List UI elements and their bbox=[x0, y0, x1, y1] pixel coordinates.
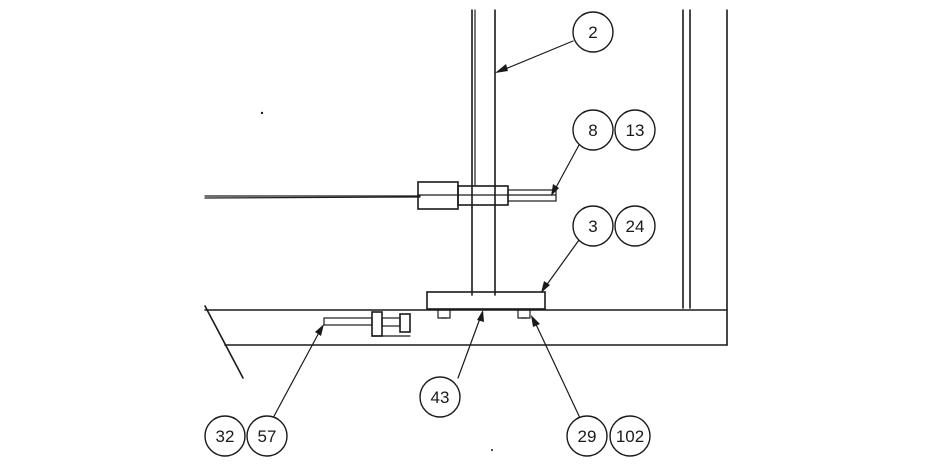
balloon-8: 8 bbox=[572, 109, 614, 151]
speck bbox=[260, 111, 264, 115]
balloon-label: 3 bbox=[588, 217, 597, 236]
balloon-label: 57 bbox=[258, 427, 277, 446]
balloon-13: 13 bbox=[614, 109, 656, 151]
balloon-43: 43 bbox=[419, 376, 461, 418]
balloon-29: 29 bbox=[566, 415, 608, 457]
balloon-32: 32 bbox=[204, 415, 246, 457]
balloon-57: 57 bbox=[246, 415, 288, 457]
speck bbox=[491, 449, 493, 451]
balloon-label: 8 bbox=[588, 121, 597, 140]
balloon-24: 24 bbox=[614, 205, 656, 247]
latch-mechanism bbox=[323, 311, 411, 337]
balloon-3: 3 bbox=[572, 205, 614, 247]
horizontal-rod bbox=[204, 195, 421, 199]
base-plate bbox=[426, 291, 546, 310]
balloon-2: 2 bbox=[572, 11, 614, 53]
balloon-102: 102 bbox=[609, 415, 651, 457]
balloon-label: 32 bbox=[216, 427, 235, 446]
leader-lines bbox=[272, 40, 581, 419]
vertical-post bbox=[471, 9, 496, 296]
balloon-label: 43 bbox=[431, 388, 450, 407]
balloon-label: 29 bbox=[578, 427, 597, 446]
balloon-label: 24 bbox=[626, 217, 645, 236]
right-frame bbox=[682, 9, 728, 346]
bolts bbox=[437, 309, 531, 319]
balloon-label: 2 bbox=[588, 23, 597, 42]
floor-deck bbox=[204, 305, 728, 379]
balloon-label: 102 bbox=[616, 427, 644, 446]
balloon-label: 13 bbox=[626, 121, 645, 140]
clamp-assembly bbox=[417, 181, 557, 210]
